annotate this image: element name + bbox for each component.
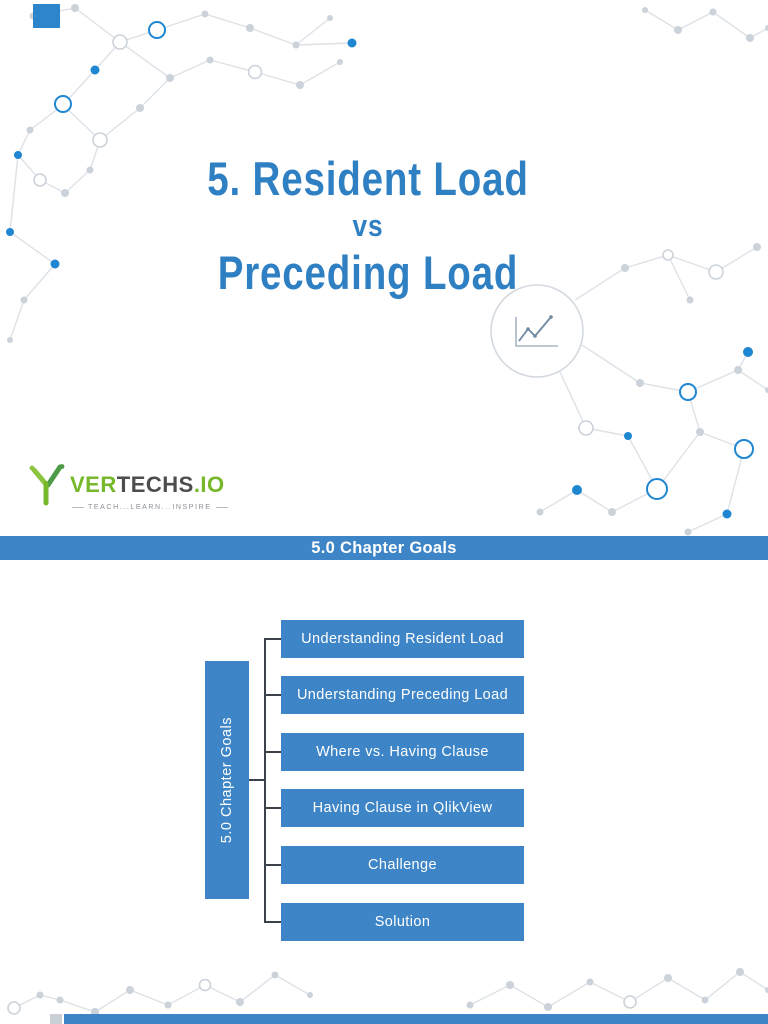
logo-tagline: TEACH...LEARN...INSPIRE <box>88 504 212 511</box>
chapter-banner: 5.0 Chapter Goals <box>0 536 768 560</box>
diagram-spine-line <box>264 638 266 923</box>
diagram-item-box: Where vs. Having Clause <box>281 733 524 771</box>
diagram-connector-6 <box>264 921 281 923</box>
diagram-item-label: Understanding Resident Load <box>301 631 504 647</box>
logo-text: VERTECHS.IO <box>70 472 225 498</box>
page-title-line3: Preceding Load <box>217 245 519 299</box>
diagram-item-label: Where vs. Having Clause <box>316 744 489 760</box>
diagram-connector-1 <box>264 638 281 640</box>
diagram-root-box: 5.0 Chapter Goals <box>205 661 249 899</box>
page-title-line2: vs <box>352 207 384 243</box>
diagram-item-label: Challenge <box>368 857 437 873</box>
tagline-right-line <box>215 507 228 508</box>
diagram-item-label: Solution <box>374 914 431 930</box>
logo-text-ver: VER <box>70 472 117 497</box>
logo-mark-icon <box>29 464 65 506</box>
bottom-accent-bar <box>64 1014 768 1024</box>
diagram-connector-2 <box>264 694 281 696</box>
diagram-connector-3 <box>264 751 281 753</box>
diagram-item-box: Challenge <box>281 846 524 884</box>
diagram-item-label: Understanding Preceding Load <box>296 687 509 703</box>
diagram-item-label: Having Clause in QlikView <box>312 800 493 816</box>
page-title-line1: 5. Resident Load <box>207 152 529 205</box>
logo: VERTECHS.IO TEACH...LEARN...INSPIRE <box>28 464 248 516</box>
diagram-connector-5 <box>264 864 281 866</box>
diagram-item-box: Understanding Preceding Load <box>281 676 524 714</box>
diagram-connector-4 <box>264 807 281 809</box>
diagram-root-connector <box>249 779 265 781</box>
diagram-root-label: 5.0 Chapter Goals <box>219 716 235 844</box>
tagline-left-line <box>72 507 84 508</box>
top-left-accent-square <box>33 4 60 28</box>
page-title: 5. Resident Load vs Preceding Load <box>0 152 736 299</box>
bottom-gray-square <box>50 1014 62 1024</box>
logo-tagline-row: TEACH...LEARN...INSPIRE <box>72 504 248 511</box>
logo-text-io: .IO <box>193 472 225 497</box>
diagram-item-box: Solution <box>281 903 524 941</box>
diagram-item-box: Understanding Resident Load <box>281 620 524 658</box>
diagram-item-box: Having Clause in QlikView <box>281 789 524 827</box>
logo-text-techs: TECHS <box>116 472 194 497</box>
chapter-banner-title: 5.0 Chapter Goals <box>311 538 457 557</box>
